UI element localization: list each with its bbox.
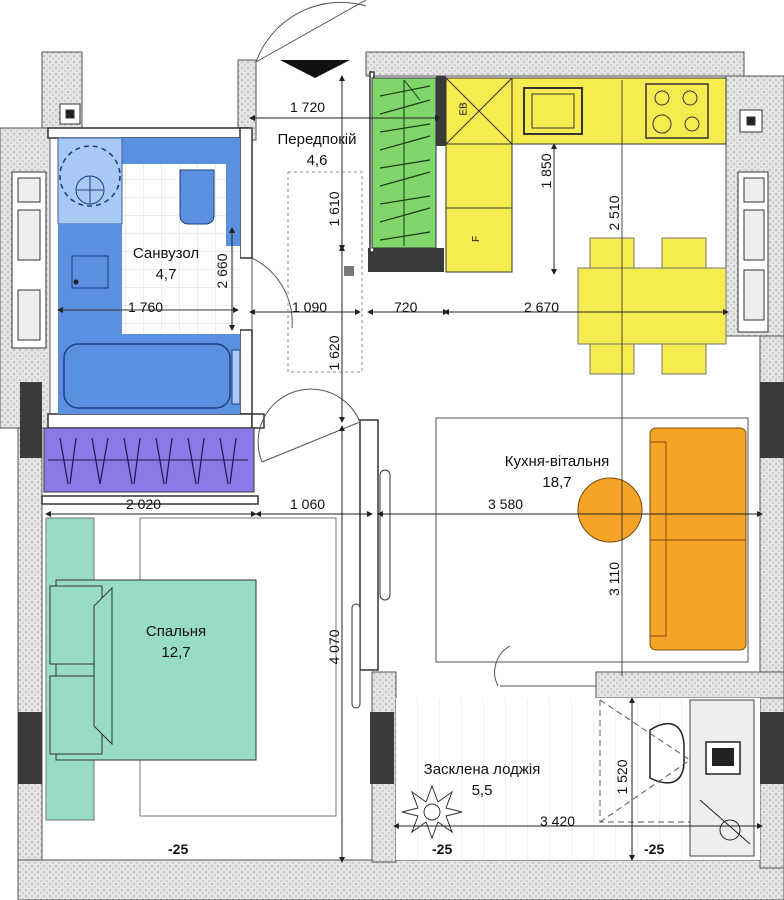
wardrobe-green xyxy=(371,77,437,249)
level-loggia-right: -25 xyxy=(644,841,665,857)
dim-hall-len-top: 1 610 xyxy=(326,191,342,227)
bathroom-area: 4,7 xyxy=(155,266,177,283)
kitchen-living-area: 18,7 xyxy=(542,474,572,491)
kitchen-living-label: Кухня-вітальня 18,7 xyxy=(482,454,632,490)
dimension-lines xyxy=(45,75,763,863)
bedroom-name: Спальня xyxy=(145,623,207,640)
dim-bath-height: 2 660 xyxy=(214,253,230,289)
loggia-area: 5,5 xyxy=(471,782,493,799)
dim-hall-gap: 1 090 xyxy=(292,299,328,315)
structural-columns xyxy=(18,76,784,784)
entrance-arrow-icon xyxy=(280,60,350,78)
dim-loggia-height: 1 520 xyxy=(614,759,630,795)
dim-hall-width: 1 720 xyxy=(290,99,326,115)
dim-kitchen-counter: 1 850 xyxy=(538,153,554,189)
switch-icon xyxy=(344,266,354,276)
interior-walls xyxy=(41,71,379,671)
dim-hall-len-bottom: 1 620 xyxy=(326,335,342,371)
kitchen-counters xyxy=(445,77,727,273)
dim-kitchen-width: 2 670 xyxy=(524,299,560,315)
level-bedroom: -25 xyxy=(168,841,189,857)
hallway-label: Передпокій 4,6 xyxy=(262,132,372,168)
dim-kitchen-height: 2 510 xyxy=(606,195,622,231)
hallway-name: Передпокій xyxy=(277,131,357,148)
dim-bedroom-width: 2 020 xyxy=(126,496,162,512)
kitchen-living-name: Кухня-вітальня xyxy=(504,453,610,470)
level-loggia: -25 xyxy=(432,841,453,857)
appliance-eb-label: EB xyxy=(458,102,470,116)
bedroom-area: 12,7 xyxy=(161,644,191,661)
exterior-walls xyxy=(0,51,784,900)
hallway-closet-outline xyxy=(287,171,363,373)
living-area xyxy=(351,417,749,709)
hallway-area: 4,6 xyxy=(306,152,328,169)
bathroom-name: Санвузол xyxy=(132,245,200,262)
dim-loggia-width: 3 420 xyxy=(540,813,576,829)
dim-bath-width: 1 760 xyxy=(128,299,164,315)
bathroom-area xyxy=(57,137,241,414)
wardrobe-purple xyxy=(43,427,255,493)
bathroom-label: Санвузол 4,7 xyxy=(116,246,216,282)
bedroom-area xyxy=(45,517,337,821)
loggia-label: Засклена лоджія 5,5 xyxy=(402,762,562,798)
dining-table xyxy=(577,237,727,375)
loggia-area xyxy=(396,698,760,860)
appliance-fridge-label: F xyxy=(471,235,483,243)
dim-kitchen-gap: 720 xyxy=(394,299,418,315)
loggia-name: Засклена лоджія xyxy=(423,761,541,778)
dim-living-height: 3 110 xyxy=(606,562,622,596)
bedroom-label: Спальня 12,7 xyxy=(126,624,226,660)
dim-living-width: 3 580 xyxy=(488,496,524,512)
dim-bedroom-height: 4 070 xyxy=(326,629,342,665)
dim-bedroom-door: 1 060 xyxy=(290,496,326,512)
vent-shafts xyxy=(11,103,769,349)
